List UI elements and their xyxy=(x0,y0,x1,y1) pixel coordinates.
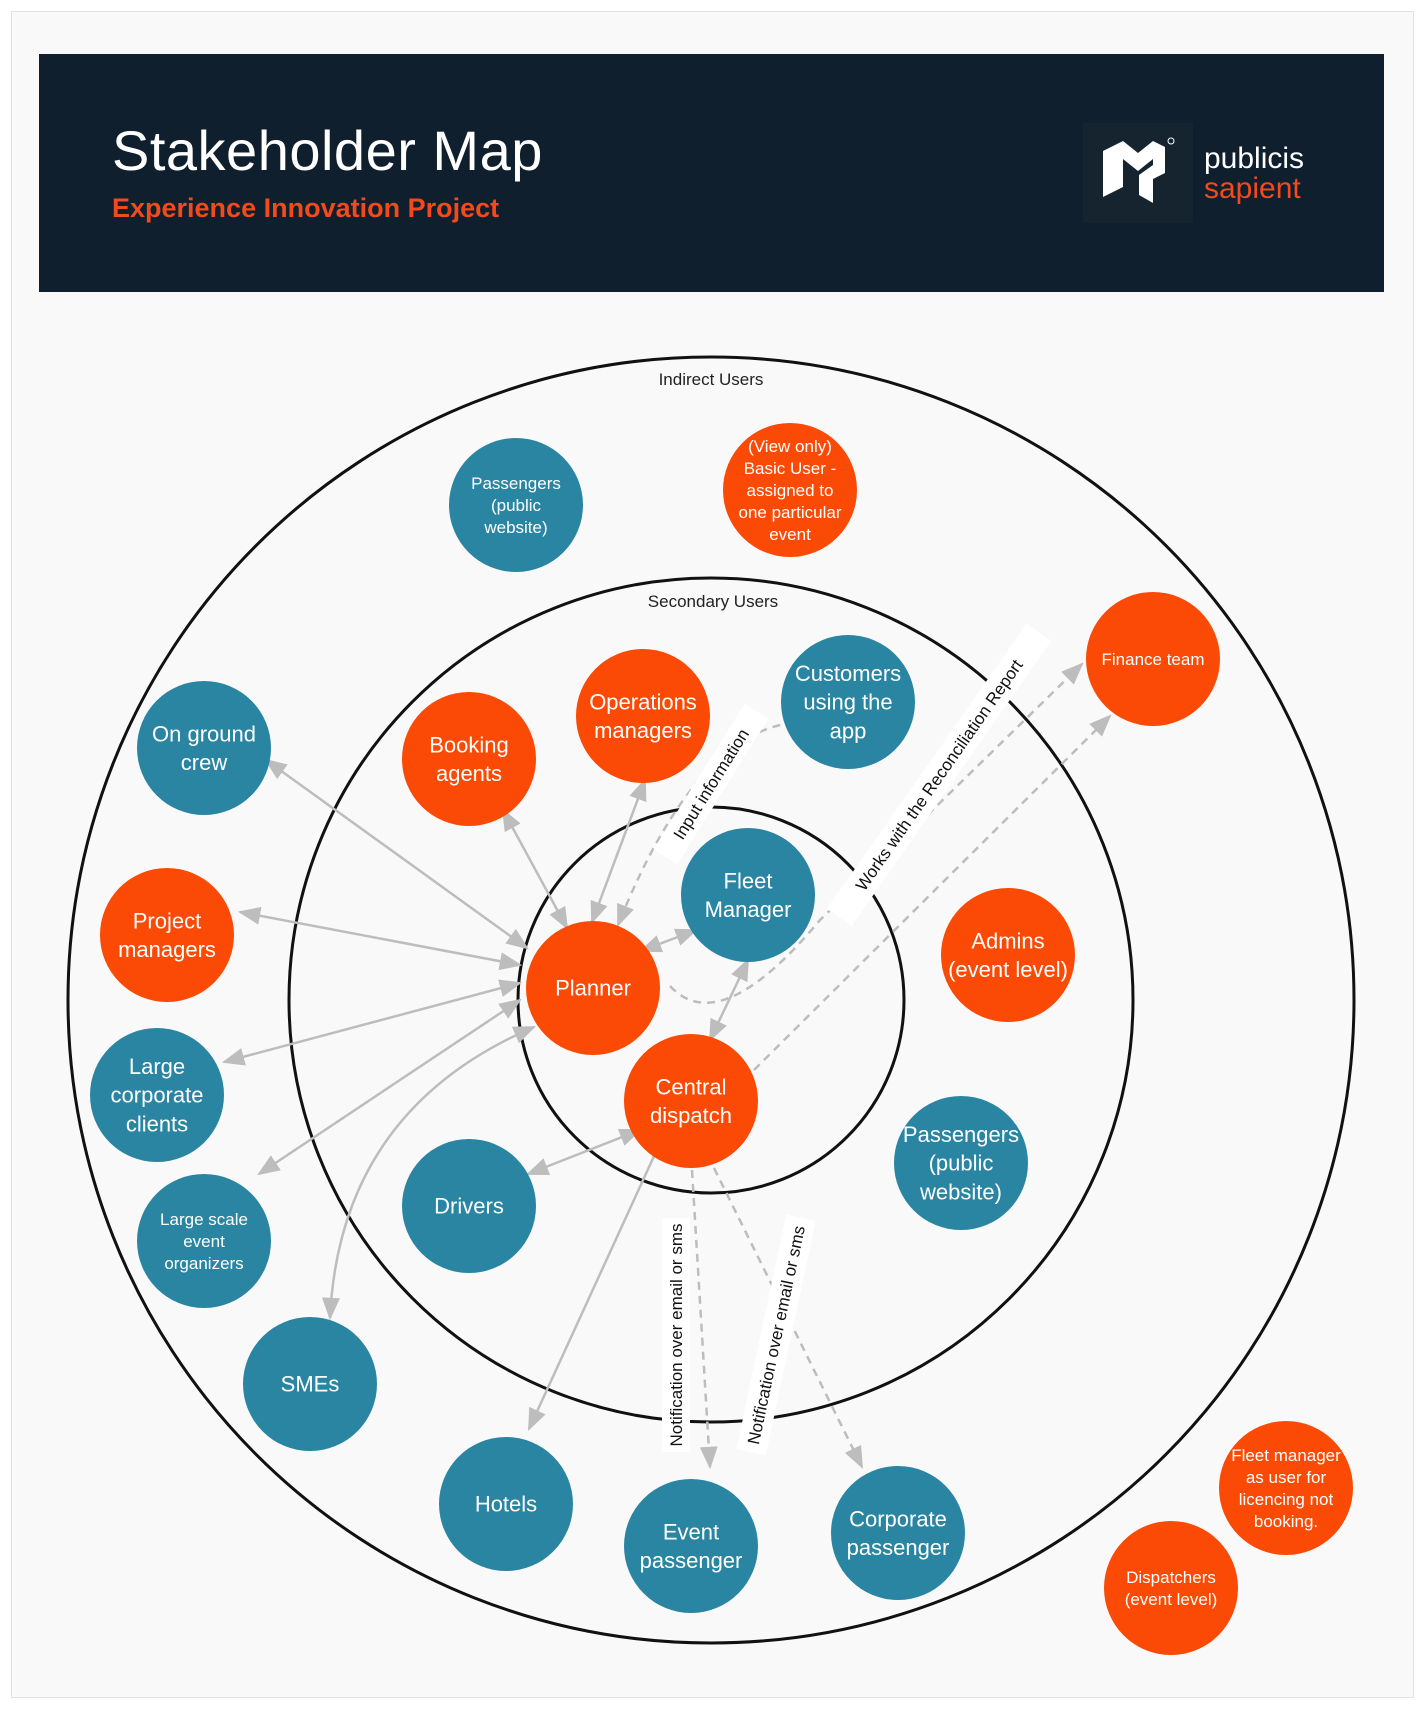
node-label-smes: SMEs xyxy=(281,1372,340,1397)
node-circle-basic-user xyxy=(723,423,857,557)
solid-arrows xyxy=(221,758,750,1432)
node-label-finance-team: Finance team xyxy=(1102,650,1205,669)
node-circle-finance-team xyxy=(1086,592,1220,726)
arrow-planner-project-managers xyxy=(237,906,523,971)
publicis-sapient-logo-icon xyxy=(1083,123,1193,223)
node-drivers: Drivers xyxy=(402,1139,536,1273)
node-circle-smes xyxy=(243,1317,377,1451)
ring-indirect xyxy=(66,355,1356,1645)
node-circle-booking-agents xyxy=(402,692,536,826)
node-circle-fleet-manager-licencing xyxy=(1219,1421,1353,1555)
node-admins: Admins(event level) xyxy=(941,888,1075,1022)
node-smes: SMEs xyxy=(243,1317,377,1451)
node-circle-on-ground-crew xyxy=(137,681,271,815)
arrow-dispatch-hotels xyxy=(527,1153,657,1432)
arrow-planner-large-corporate xyxy=(221,979,523,1066)
page-title: Stakeholder Map xyxy=(112,119,543,182)
node-circle-drivers xyxy=(402,1139,536,1273)
node-circle-operations-managers xyxy=(576,649,710,783)
logo-word-sapient: sapient xyxy=(1204,172,1301,205)
publicis-sapient-wordmark: publicis sapient xyxy=(1204,144,1304,204)
node-dispatchers: Dispatchers(event level) xyxy=(1104,1521,1238,1655)
arrow-planner-finance-reconciliation xyxy=(669,662,1084,1004)
node-circle-corporate-passenger xyxy=(831,1466,965,1600)
arrow-fleet-manager-central-dispatch xyxy=(708,957,750,1043)
node-circle-fleet-manager xyxy=(681,828,815,962)
arrow-planner-fleet-manager xyxy=(638,928,699,953)
node-label-planner: Planner xyxy=(555,976,631,1001)
node-circle-passengers-indirect xyxy=(449,438,583,572)
node-circle-project-managers xyxy=(100,868,234,1002)
node-label-admins: Admins(event level) xyxy=(948,928,1068,982)
edge-label-notification-1-text: Notification over email or sms xyxy=(667,1224,686,1447)
node-circle-central-dispatch xyxy=(624,1034,758,1168)
logo-word-publicis: publicis xyxy=(1204,142,1305,175)
node-circle-hotels xyxy=(439,1437,573,1571)
node-label-dispatchers: Dispatchers(event level) xyxy=(1125,1568,1218,1609)
node-circle-admins xyxy=(941,888,1075,1022)
arrow-planner-smes xyxy=(321,1025,537,1321)
node-circle-event-passenger xyxy=(624,1479,758,1613)
node-circle-dispatchers xyxy=(1104,1521,1238,1655)
arrow-planner-operations-managers xyxy=(590,777,647,925)
node-circle-large-corporate xyxy=(90,1028,224,1162)
page-subtitle: Experience Innovation Project xyxy=(112,193,500,223)
edge-label-notification-1: Notification over email or sms xyxy=(662,1218,690,1452)
arrow-planner-booking-agents xyxy=(501,808,569,930)
arrow-dispatch-drivers xyxy=(525,1128,643,1176)
node-circle-passengers-secondary xyxy=(894,1096,1028,1230)
node-planner: Planner xyxy=(526,921,660,1055)
node-label-hotels: Hotels xyxy=(475,1492,537,1517)
node-hotels: Hotels xyxy=(439,1437,573,1571)
ring-label-indirect: Indirect Users xyxy=(659,370,764,389)
node-label-drivers: Drivers xyxy=(434,1194,504,1219)
node-circle-large-scale-events xyxy=(137,1174,271,1308)
header-banner: Stakeholder Map Experience Innovation Pr… xyxy=(39,54,1384,292)
edge-label-notification-2: Notification over email or sms xyxy=(736,1214,816,1456)
node-finance-team: Finance team xyxy=(1086,592,1220,726)
ring-label-secondary: Secondary Users xyxy=(648,592,778,611)
node-circle-planner xyxy=(526,921,660,1055)
node-circle-customers-app xyxy=(781,635,915,769)
arrow-dispatch-event-passenger xyxy=(690,1169,718,1470)
